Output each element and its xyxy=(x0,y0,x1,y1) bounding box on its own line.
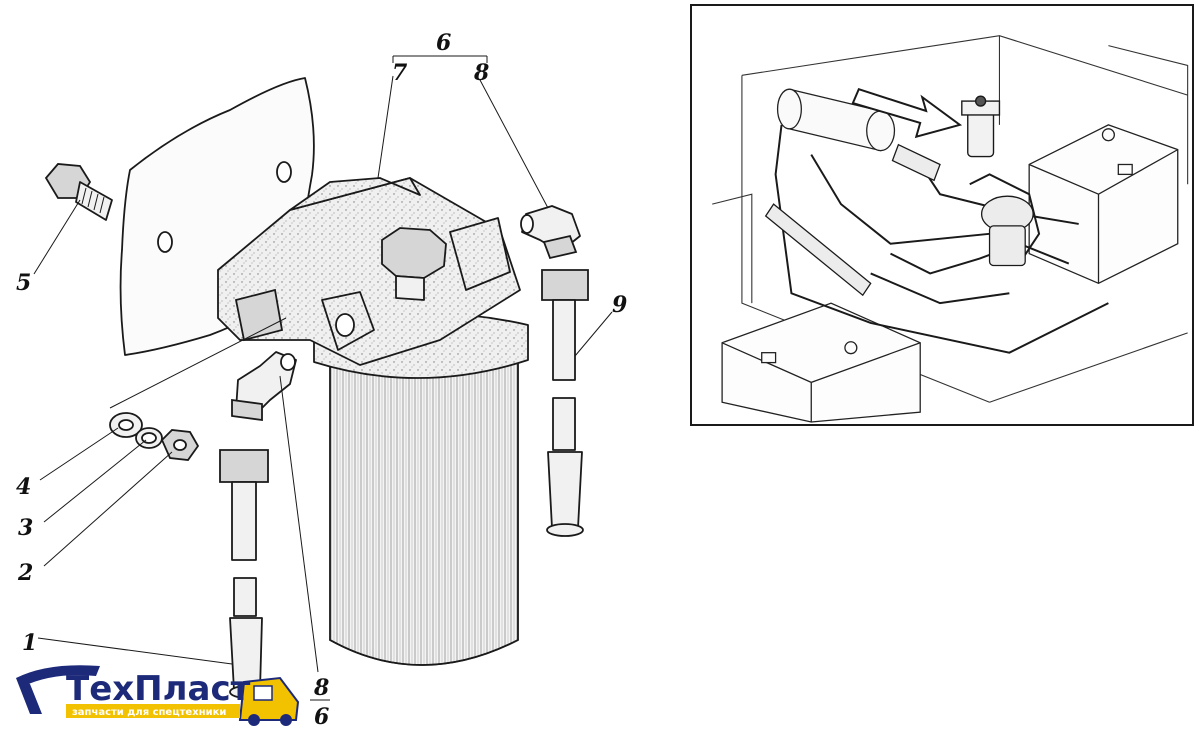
location-inset xyxy=(690,4,1194,426)
filter-housing xyxy=(217,177,529,666)
elbow-fitting-bottom xyxy=(231,351,297,422)
callout-8-bottom-den: 6 xyxy=(314,704,329,730)
callout-9: 9 xyxy=(612,292,627,318)
engine-cylinder xyxy=(776,88,896,152)
callout-5: 5 xyxy=(16,270,31,296)
callout-6-top: 6 xyxy=(436,30,451,56)
callout-8-top: 8 xyxy=(473,60,489,86)
callout-1: 1 xyxy=(22,630,37,656)
callout-2: 2 xyxy=(17,560,33,586)
callout-4: 4 xyxy=(16,474,31,500)
tractor-frame xyxy=(712,35,1189,403)
tagline-bar xyxy=(66,704,240,718)
callout-7: 7 xyxy=(392,60,408,86)
pointer-arrow-icon xyxy=(851,87,963,139)
washer-part xyxy=(109,412,143,438)
logo-brand-text: ТехПласт xyxy=(66,669,251,709)
battery-box-left xyxy=(721,302,921,423)
inset-drawing xyxy=(712,35,1189,423)
pump-assembly xyxy=(764,143,1034,297)
filter-unit-inset xyxy=(961,95,1001,158)
elbow-fitting-top xyxy=(520,205,581,260)
leader-lines xyxy=(33,55,613,701)
fuel-hose-right xyxy=(541,269,589,537)
battery-box-right xyxy=(1028,124,1179,285)
bolt-part xyxy=(44,163,113,221)
nut-part xyxy=(160,429,200,461)
callout-3: 3 xyxy=(18,515,33,541)
callout-8-bottom-num: 8 xyxy=(313,675,329,701)
brand-logo: ТехПласт запчасти для спецтехники xyxy=(16,665,300,726)
logo-tagline-text: запчасти для спецтехники xyxy=(72,707,226,718)
fuel-lines xyxy=(774,124,1109,354)
excavator-icon xyxy=(16,665,300,726)
